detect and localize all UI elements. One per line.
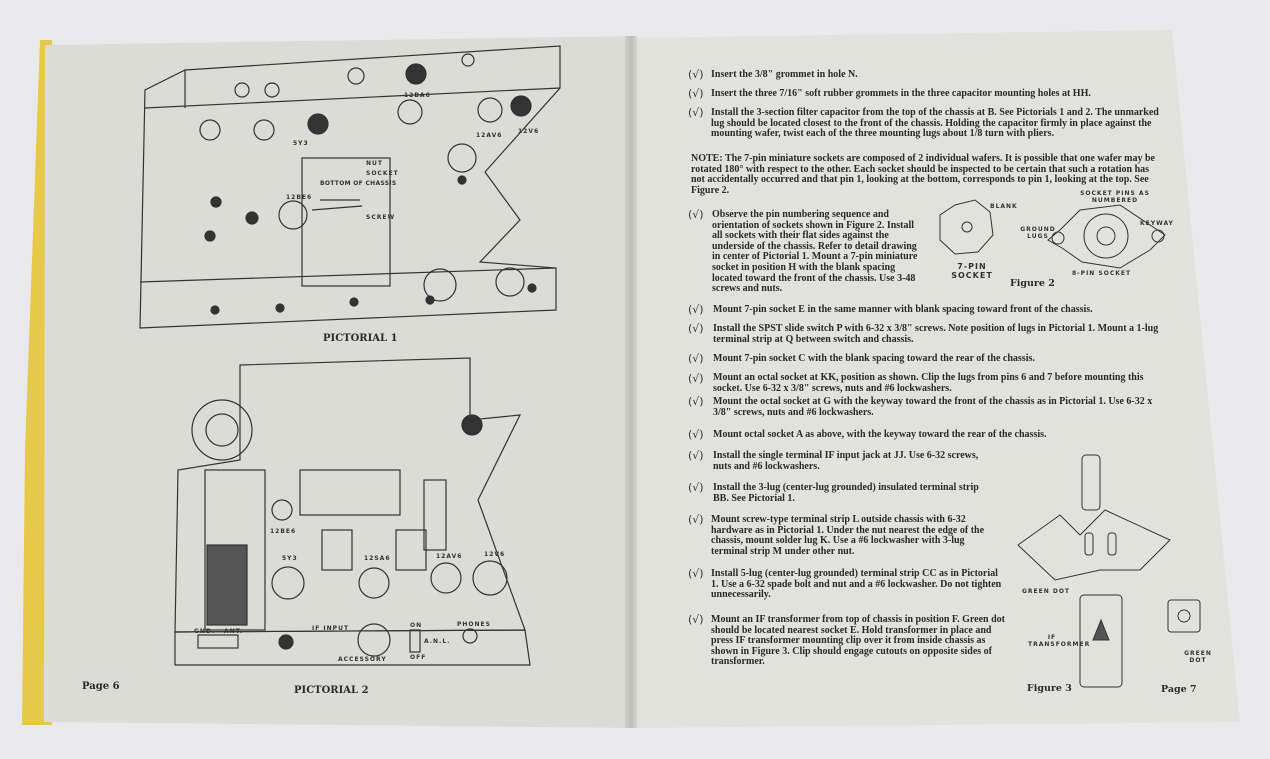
checkbox-11[interactable]: (√): [688, 449, 704, 462]
pictorial-2-caption: PICTORIAL 2: [294, 685, 369, 696]
pictorial2-label-accessory: ACCESSORY: [338, 656, 387, 663]
step-13: Mount screw-type terminal strip L outsid…: [711, 514, 985, 557]
pictorial1-label-socket: SOCKET: [366, 170, 399, 177]
if-can: [1081, 454, 1101, 511]
step-11: Install the single terminal IF input jac…: [713, 450, 979, 472]
pictorial1-label-nut: NUT: [366, 160, 383, 167]
step-4: Observe the pin numbering sequence and o…: [712, 209, 918, 295]
step-2: Insert the three 7/16" soft rubber gromm…: [711, 88, 1091, 99]
checkbox-4[interactable]: (√): [688, 208, 704, 221]
figure-2-caption: Figure 2: [1010, 278, 1055, 289]
pictorial1-label-5y3: 5Y3: [293, 140, 309, 147]
checkbox-3[interactable]: (√): [688, 106, 704, 119]
pictorial2-label-phones: PHONES: [457, 621, 491, 628]
pictorial2-label-12av6: 12AV6: [436, 553, 463, 560]
pictorial1-label-12be6: 12BE6: [286, 194, 313, 201]
step-8: Mount an octal socket at KK, position as…: [713, 372, 1144, 394]
checkbox-7[interactable]: (√): [688, 352, 704, 365]
note: NOTE: The 7-pin miniature sockets are co…: [691, 153, 1155, 196]
pictorial1-label-bottom: BOTTOM OF CHASSIS: [320, 180, 397, 187]
pictorial2-label-on: ON: [410, 622, 423, 629]
checkbox-2[interactable]: (√): [688, 87, 704, 100]
checkbox-1[interactable]: (√): [688, 68, 704, 81]
step-6: Install the SPST slide switch P with 6-3…: [713, 323, 1159, 345]
checkbox-6[interactable]: (√): [688, 322, 704, 335]
pictorial2-label-off: OFF: [410, 654, 427, 661]
if-transformer-label: IF TRANSFORMER: [1028, 634, 1091, 648]
pictorial1-label-12av6: 12AV6: [476, 132, 503, 139]
seven-pin-label: 7-PIN SOCKET: [951, 262, 993, 280]
step-3: Install the 3-section filter capacitor f…: [711, 107, 1159, 140]
page-number-left: Page 6: [82, 681, 120, 692]
pictorial1-label-screw: SCREW: [366, 214, 396, 221]
pictorial-1-drawing: [139, 45, 561, 329]
figure-3-caption: Figure 3: [1027, 683, 1072, 694]
pictorial1-label-12v6: 12V6: [518, 128, 540, 135]
page-number-right: Page 7: [1161, 684, 1197, 695]
mounting-clip: [1079, 594, 1123, 688]
step-10: Mount octal socket A as above, with the …: [713, 429, 1047, 440]
step-15: Mount an IF transformer from top of chas…: [711, 614, 1005, 668]
step-1: Insert the 3/8" grommet in hole N.: [711, 69, 858, 80]
blank-label: BLANK: [990, 203, 1018, 210]
pictorial2-label-12be6: 12BE6: [270, 528, 297, 535]
ground-lugs-label: GROUND LUGS: [1020, 226, 1056, 240]
socket-pins-label: SOCKET PINS AS NUMBERED: [1080, 190, 1150, 204]
checkbox-5[interactable]: (√): [688, 303, 704, 316]
checkbox-13[interactable]: (√): [688, 513, 704, 526]
step-7: Mount 7-pin socket C with the blank spac…: [713, 353, 1035, 364]
pictorial2-label-12v6: 12V6: [484, 551, 506, 558]
eight-pin-socket: [1047, 204, 1166, 269]
checkbox-14[interactable]: (√): [688, 567, 704, 580]
keyway-label: KEYWAY: [1140, 220, 1174, 227]
pictorial2-label-if-input: IF INPUT: [312, 625, 350, 632]
pictorial1-label-12ba6: 12BA6: [404, 92, 431, 99]
pictorial2-label-gnd: GND.: [194, 628, 216, 635]
chassis-section: [1017, 509, 1171, 581]
pictorial-2-drawing: [174, 357, 531, 666]
step-9: Mount the octal socket at G with the key…: [713, 396, 1153, 418]
green-dot-label-2: GREEN DOT: [1184, 650, 1212, 664]
pictorial2-label-12sa6: 12SA6: [364, 555, 391, 562]
checkbox-15[interactable]: (√): [688, 613, 704, 626]
step-14: Install 5-lug (center-lug grounded) term…: [711, 568, 1002, 601]
checkbox-8[interactable]: (√): [688, 372, 704, 385]
checkbox-10[interactable]: (√): [688, 428, 704, 441]
pictorial2-label-5y3: 5Y3: [282, 555, 298, 562]
step-12: Install the 3-lug (center-lug grounded) …: [713, 482, 979, 504]
seven-pin-socket: [939, 199, 994, 255]
pictorial2-label-ant: ANT.: [224, 628, 244, 635]
transformer-bottom-view: [1167, 599, 1201, 633]
eight-pin-label: 8-PIN SOCKET: [1072, 270, 1132, 277]
checkbox-12[interactable]: (√): [688, 481, 704, 494]
book-gutter: [625, 36, 637, 728]
pictorial2-label-anl: A.N.L.: [424, 638, 451, 645]
checkbox-9[interactable]: (√): [688, 395, 704, 408]
step-5: Mount 7-pin socket E in the same manner …: [713, 304, 1093, 315]
pictorial-1-caption: PICTORIAL 1: [323, 333, 398, 344]
green-dot-label: GREEN DOT: [1022, 588, 1071, 595]
